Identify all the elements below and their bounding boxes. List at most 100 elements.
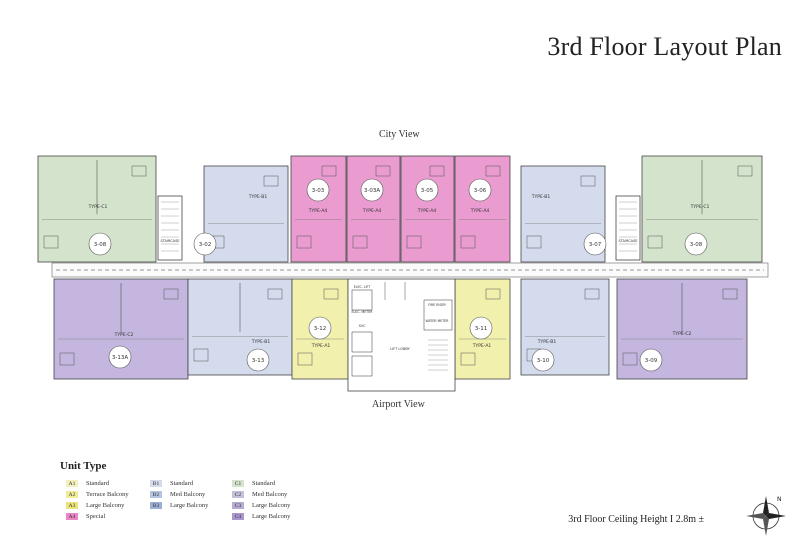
- unit-number-badge: [306, 178, 330, 202]
- unit-number: 3-13A: [112, 355, 128, 361]
- unit-type-label: TYPE-B1: [531, 194, 551, 200]
- legend-swatch: B2: [150, 491, 162, 498]
- unit-number-badge: [360, 178, 384, 202]
- legend-swatch: C2: [232, 491, 244, 498]
- legend-item: A1 Standard: [66, 478, 129, 489]
- lift-shaft: [351, 331, 373, 353]
- unit-type-label: TYPE-A1: [472, 343, 492, 349]
- lift-shaft: [351, 355, 373, 377]
- staircase: [615, 195, 641, 261]
- meter-room: [423, 299, 453, 331]
- unit-type-label: TYPE-C2: [114, 332, 134, 338]
- core-label: ELEC. METER: [352, 310, 374, 314]
- legend-label: Terrace Balcony: [86, 491, 129, 498]
- unit-area: [454, 155, 511, 263]
- unit-type-label: TYPE-A4: [470, 208, 490, 214]
- unit-number-badge: [88, 232, 112, 256]
- unit-type-label: TYPE-C2: [672, 331, 692, 337]
- legend-item: C1 Standard: [232, 478, 290, 489]
- unit-type-label: TYPE-A4: [362, 208, 382, 214]
- legend-item: A3 Large Balcony: [66, 500, 129, 511]
- legend-item: A4 Special: [66, 511, 129, 522]
- compass-icon: N: [746, 496, 786, 536]
- unit-number-badge: [108, 345, 132, 369]
- legend-label: Large Balcony: [252, 513, 291, 520]
- legend-item: B2 Med Balcony: [150, 489, 208, 500]
- unit-number: 3-11: [475, 326, 487, 332]
- legend-label: Med Balcony: [170, 491, 206, 498]
- legend-label: Standard: [170, 480, 194, 487]
- page-title: 3rd Floor Layout Plan: [547, 32, 782, 61]
- city-view-label: City View: [379, 129, 420, 140]
- legend-label: Med Balcony: [252, 491, 288, 498]
- unit-type-label: TYPE-C1: [690, 204, 710, 210]
- unit-number-badge: [583, 232, 607, 256]
- legend-item: A2 Terrace Balcony: [66, 489, 129, 500]
- legend-label: Standard: [86, 480, 110, 487]
- unit-number: 3-10: [537, 358, 550, 364]
- core-label: ELEC. LIFT: [354, 285, 371, 289]
- unit-type-label: TYPE-B1: [537, 339, 557, 345]
- legend-item: B3 Large Balcony: [150, 500, 208, 511]
- legend-item: C2 Med Balcony: [232, 489, 290, 500]
- airport-view-label: Airport View: [372, 399, 425, 410]
- legend-swatch: A3: [66, 502, 78, 509]
- core-label: FIRE RISER: [428, 303, 446, 307]
- svg-text:N: N: [777, 496, 782, 503]
- legend-item: C3 Large Balcony: [232, 500, 290, 511]
- core-label: SVC: [359, 324, 366, 328]
- unit-type-label: TYPE-C1: [88, 204, 108, 210]
- unit-number-badge: [639, 348, 663, 372]
- unit-number: 3-12: [314, 326, 326, 332]
- unit-type-label: TYPE-B1: [251, 339, 271, 345]
- unit-area: [400, 155, 455, 263]
- unit-type-label: TYPE-A1: [311, 343, 331, 349]
- unit-number: 3-06: [474, 188, 487, 194]
- lift-shaft: [351, 289, 373, 311]
- unit-number: 3-09: [645, 358, 658, 364]
- unit-number-badge: [468, 178, 492, 202]
- unit-type-label: TYPE-A4: [308, 208, 328, 214]
- unit-number-badge: [246, 348, 270, 372]
- unit-number: 3-13: [252, 358, 265, 364]
- unit-number: 3-02: [199, 242, 211, 248]
- legend-label: Large Balcony: [252, 502, 291, 509]
- unit-type-label: TYPE-A4: [417, 208, 437, 214]
- unit-number-badge: [684, 232, 708, 256]
- unit-number: 3-08: [690, 242, 703, 248]
- legend-label: Large Balcony: [170, 502, 209, 509]
- unit-number-badge: [415, 178, 439, 202]
- legend-swatch: A2: [66, 491, 78, 498]
- legend-swatch: A4: [66, 513, 78, 520]
- legend-swatch: C3: [232, 502, 244, 509]
- unit-number: 3-03: [312, 188, 325, 194]
- unit-number-badge: [193, 232, 217, 256]
- unit-number-badge: [308, 316, 332, 340]
- core-label: WATER METER: [425, 319, 449, 323]
- core-label: LIFT LOBBY: [390, 347, 410, 351]
- unit-area: [290, 155, 347, 263]
- legend-swatch: B3: [150, 502, 162, 509]
- legend-swatch: C1: [232, 480, 244, 487]
- legend-title: Unit Type: [60, 460, 107, 472]
- unit-number-badge: [531, 348, 555, 372]
- staircase-label: STAIRCASE: [618, 239, 637, 243]
- legend-label: Special: [86, 513, 106, 520]
- unit-number-badge: [469, 316, 493, 340]
- staircase-label: STAIRCASE: [160, 239, 179, 243]
- unit-number: 3-05: [421, 188, 434, 194]
- unit-number: 3-03A: [364, 188, 380, 194]
- ceiling-height-note: 3rd Floor Ceiling Height I 2.8m ±: [568, 514, 704, 525]
- legend-label: Standard: [252, 480, 276, 487]
- staircase: [157, 195, 183, 261]
- unit-number: 3-08: [94, 242, 107, 248]
- unit-area: [346, 155, 401, 263]
- legend-label: Large Balcony: [86, 502, 125, 509]
- legend-swatch: A1: [66, 480, 78, 487]
